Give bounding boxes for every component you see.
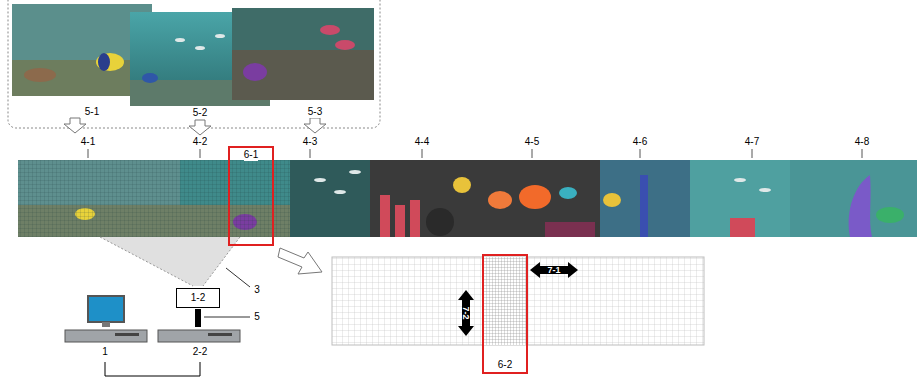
dense-grid: [484, 257, 526, 345]
callout-number: 5-2: [192, 107, 208, 119]
connector-bar: [195, 309, 201, 327]
callout-number: 1-2: [191, 292, 205, 304]
tick-lines: [88, 149, 862, 158]
fish: [195, 46, 205, 50]
fish: [142, 73, 158, 83]
reef: [232, 50, 374, 100]
dense-grid-ground: [484, 257, 526, 345]
fish: [335, 40, 355, 50]
callout-number: 4-3: [302, 136, 318, 148]
double-arrow: [530, 262, 578, 278]
tick: [752, 149, 753, 158]
tick: [532, 149, 533, 158]
strip-segment: [690, 160, 790, 237]
fish: [876, 207, 904, 223]
server-unit: [65, 330, 147, 342]
fish: [453, 177, 471, 193]
tick: [310, 149, 311, 158]
callout-number: 1: [101, 346, 109, 358]
callout-number: 5-3: [307, 106, 323, 118]
drive-slot: [208, 333, 232, 336]
network-line: [105, 362, 200, 376]
server-icon: [158, 330, 240, 342]
computer-icon: [65, 296, 147, 342]
tick: [88, 149, 89, 158]
tick: [640, 149, 641, 158]
callout-number: 2-2: [192, 346, 208, 358]
callout-number: 7-2: [460, 305, 472, 320]
coral: [640, 175, 648, 237]
projection-cone: [100, 237, 240, 286]
callout-number: 6-1: [244, 149, 258, 161]
grid-panel: [332, 257, 704, 345]
coral: [380, 195, 390, 237]
pixel-grid: [18, 160, 290, 237]
coral: [849, 175, 872, 237]
callout-number: 5-1: [84, 106, 100, 118]
coral: [545, 222, 595, 237]
highlight-frame: 6-2: [482, 254, 528, 374]
callout-number: 7-1: [546, 264, 561, 276]
fish: [175, 38, 185, 42]
drive-slot: [115, 333, 139, 336]
monitor: [88, 296, 124, 322]
monitor-stand: [102, 322, 110, 327]
coral: [24, 68, 56, 82]
callout-number: 4-7: [744, 136, 760, 148]
fish: [559, 187, 577, 199]
strip-segment: [790, 160, 917, 237]
image-ground: [232, 8, 374, 100]
cone-edge: [100, 237, 193, 286]
callout-number: 4-6: [632, 136, 648, 148]
callout-number: 4-8: [854, 136, 870, 148]
highlight-frame: 6-1: [228, 146, 274, 246]
fish: [243, 63, 267, 81]
strip-segment: [370, 160, 600, 237]
callout-number: 6-2: [498, 359, 512, 371]
callout-number: 4-1: [80, 136, 96, 148]
fish: [603, 193, 621, 207]
coral: [395, 205, 405, 237]
fish: [349, 170, 361, 174]
source-image: [232, 8, 374, 100]
callout-number: 5: [253, 311, 261, 323]
tick: [862, 149, 863, 158]
down-arrow: [189, 120, 211, 135]
fish: [488, 191, 512, 209]
fish: [519, 185, 551, 209]
callout-number: 4-5: [524, 136, 540, 148]
coral: [410, 200, 420, 237]
fish: [320, 25, 340, 35]
strip-ground: [18, 160, 917, 237]
fish: [96, 53, 124, 71]
zoom-arrow: [278, 248, 322, 274]
double-arrow: [458, 290, 474, 336]
strip-segment: [290, 160, 370, 237]
fish: [759, 188, 771, 192]
callout-number: 3: [253, 284, 261, 296]
fish: [98, 53, 110, 71]
tick: [200, 149, 201, 158]
leader-line: [226, 268, 250, 287]
server-unit: [158, 330, 240, 342]
fish: [334, 190, 346, 194]
urchin: [426, 208, 454, 236]
callout-number: 4-2: [192, 136, 208, 148]
strip-segment: [600, 160, 690, 237]
callout-number: 4-4: [414, 136, 430, 148]
tick: [422, 149, 423, 158]
fish: [734, 178, 746, 182]
fish: [314, 178, 326, 182]
fish: [215, 34, 225, 38]
down-arrow: [304, 118, 326, 133]
panorama-strip: [18, 160, 917, 237]
leader-line: [204, 317, 250, 318]
source-frame: [8, 0, 380, 128]
projector-box: 1-2: [176, 288, 220, 308]
down-arrow: [64, 118, 86, 133]
coral: [730, 218, 755, 237]
